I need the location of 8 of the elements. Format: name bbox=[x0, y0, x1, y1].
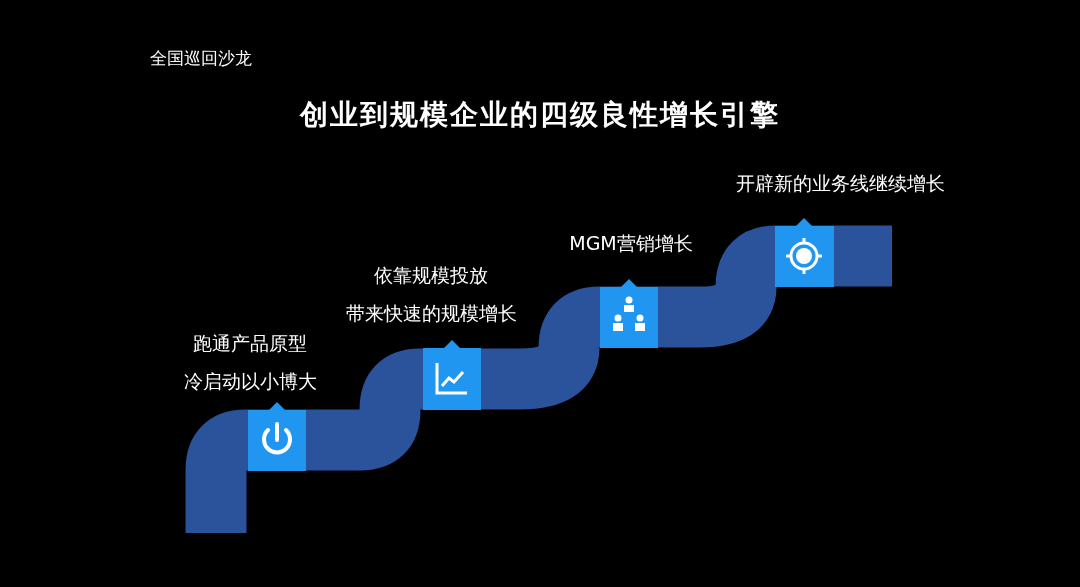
slide-title: 创业到规模企业的四级良性增长引擎 bbox=[298, 97, 781, 133]
step-caption: 冷启动以小博大 bbox=[183, 369, 317, 393]
step-caption: 依靠规模投放 bbox=[374, 263, 488, 287]
header-text: 全国巡回沙龙 bbox=[150, 47, 252, 70]
step-caption: 带来快速的规模增长 bbox=[345, 301, 517, 325]
step-caption: MGM营销增长 bbox=[569, 231, 693, 255]
step-caption: 开辟新的业务线继续增长 bbox=[735, 171, 945, 195]
step-caption: 跑通产品原型 bbox=[193, 331, 307, 355]
